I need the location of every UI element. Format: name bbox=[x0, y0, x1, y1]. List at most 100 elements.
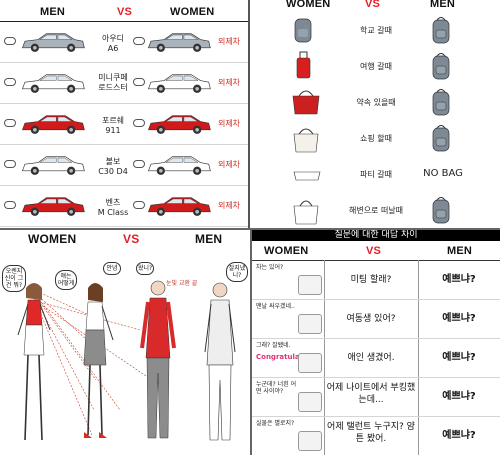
women-bag-icon bbox=[293, 171, 321, 181]
man-figure-1 bbox=[140, 280, 176, 439]
car-model-label: 볼보 C30 D4 bbox=[98, 157, 128, 176]
bags-header-men: MEN bbox=[430, 0, 456, 10]
mini-logo-icon bbox=[133, 78, 145, 86]
gaze-note: 눈빛 교환 끝 bbox=[166, 280, 198, 287]
speech-bubble-w3: 안녕 bbox=[103, 262, 121, 275]
question-label: 그래? 잘됐네. bbox=[256, 342, 291, 349]
mercedes-logo-icon bbox=[133, 201, 145, 209]
car-men-0 bbox=[21, 33, 85, 52]
answer-row: 맨날 싸우겠네..여동생 있어?예쁘냐? bbox=[252, 300, 500, 339]
men-answer: 예쁘냐? bbox=[442, 274, 476, 285]
gaze-header-women: WOMEN bbox=[28, 232, 77, 246]
men-answer: 예쁘냐? bbox=[442, 391, 476, 402]
car-men-4 bbox=[21, 197, 85, 216]
women-bag-icon bbox=[292, 90, 320, 115]
car-row: 아우디 A6 외제차 bbox=[0, 22, 248, 63]
gaze-panel: WOMEN VS MEN 오렌지 신이 그건 뭐? 얘는 어떻게 안녕 왔니? … bbox=[0, 230, 250, 455]
car-women-1 bbox=[147, 74, 211, 93]
woman-figure-2 bbox=[83, 283, 114, 438]
volvo-logo-icon bbox=[133, 160, 145, 168]
bags-header-women: WOMEN bbox=[286, 0, 331, 10]
women-answer: 어제 나이트에서 부킹했는데... bbox=[326, 383, 416, 405]
bag-row: 파티 갈때 NO BAG bbox=[250, 156, 500, 192]
no-bag-label: NO BAG bbox=[423, 168, 463, 179]
car-answer-label: 외제차 bbox=[217, 119, 241, 128]
bag-situation-label: 여행 갈때 bbox=[360, 62, 392, 71]
question-illustration bbox=[298, 392, 322, 412]
car-answer-label: 외제차 bbox=[217, 37, 241, 46]
audi-logo-icon bbox=[4, 37, 16, 45]
backpack-icon bbox=[432, 125, 450, 152]
bag-situation-label: 파티 갈때 bbox=[360, 170, 392, 179]
backpack-icon bbox=[432, 53, 450, 80]
answer-row: 실물은 별로지?어제 탤런트 누구지? 얌튼 봤어.예쁘냐? bbox=[252, 417, 500, 455]
cars-header-women: WOMEN bbox=[170, 6, 215, 18]
backpack-icon bbox=[432, 197, 450, 224]
cars-header-men: MEN bbox=[40, 6, 66, 18]
car-answer-label: 외제차 bbox=[217, 78, 241, 87]
car-answer-label: 외제차 bbox=[217, 160, 241, 169]
speech-bubble-w2: 얘는 어떻게 bbox=[55, 270, 77, 290]
bag-situation-label: 학교 갈때 bbox=[360, 26, 392, 35]
car-model-label: 벤츠 M Class bbox=[97, 198, 129, 217]
women-answer: 여동생 있어? bbox=[346, 314, 396, 324]
car-row: 포르쉐 911 외제차 bbox=[0, 104, 248, 145]
mini-logo-icon bbox=[4, 78, 16, 86]
bag-row: 학교 갈때 bbox=[250, 12, 500, 48]
car-women-3 bbox=[147, 156, 211, 175]
question-illustration bbox=[298, 314, 322, 334]
car-women-2 bbox=[147, 115, 211, 134]
audi-logo-icon bbox=[133, 37, 145, 45]
car-model-label: 미니쿠페 로드스터 bbox=[98, 73, 128, 92]
car-model-label: 아우디 A6 bbox=[101, 34, 125, 53]
women-bag-icon bbox=[293, 128, 319, 153]
gaze-header-men: MEN bbox=[195, 232, 223, 246]
answers-panel: 질문에 대한 대답 차이 WOMEN VS MEN 차는 있어?미팅 할래?예쁘… bbox=[252, 230, 500, 455]
women-answer: 미팅 할래? bbox=[350, 275, 392, 285]
speech-bubble-m1: 왔니? bbox=[136, 262, 154, 275]
women-answer: 어제 탤런트 누구지? 얌튼 봤어. bbox=[327, 422, 415, 444]
men-answer: 예쁘냐? bbox=[442, 352, 476, 363]
car-model-label: 포르쉐 911 bbox=[101, 116, 125, 135]
car-row: 볼보 C30 D4 외제차 bbox=[0, 145, 248, 186]
car-answer-label: 외제차 bbox=[217, 201, 241, 210]
answers-title: 질문에 대한 대답 차이 bbox=[334, 230, 418, 240]
speech-bubble-m2: 잘지냈니? bbox=[226, 262, 248, 282]
question-label: 누군데? 너흰 어떤 사이야? bbox=[256, 381, 297, 395]
answer-row: 누군데? 너흰 어떤 사이야? 어제 나이트에서 부킹했는데... 예쁘냐? bbox=[252, 378, 500, 417]
porsche-logo-icon bbox=[133, 119, 145, 127]
volvo-logo-icon bbox=[4, 160, 16, 168]
question-label: 실물은 별로지? bbox=[256, 420, 295, 427]
cars-header-vs: VS bbox=[117, 6, 133, 18]
car-men-2 bbox=[21, 115, 85, 134]
question-illustration bbox=[298, 431, 322, 451]
answer-row: 차는 있어?미팅 할래?예쁘냐? bbox=[252, 261, 500, 300]
man-figure-2 bbox=[204, 282, 236, 441]
backpack-icon bbox=[432, 89, 450, 116]
answers-header-men: MEN bbox=[447, 245, 473, 257]
car-women-4 bbox=[147, 197, 211, 216]
mercedes-logo-icon bbox=[4, 201, 16, 209]
bag-situation-label: 쇼핑 할때 bbox=[360, 134, 392, 143]
car-row: 벤츠 M Class 외제차 bbox=[0, 186, 248, 227]
women-answer: 애인 생겼어. bbox=[347, 353, 395, 363]
question-illustration bbox=[298, 275, 322, 295]
bag-row: 쇼핑 할때 bbox=[250, 120, 500, 156]
gaze-header-vs: VS bbox=[123, 232, 140, 246]
car-women-0 bbox=[147, 33, 211, 52]
bag-row: 여행 갈때 bbox=[250, 48, 500, 84]
bag-situation-label: 해변으로 떠날때 bbox=[348, 206, 404, 215]
car-men-1 bbox=[21, 74, 85, 93]
answers-title-bar bbox=[252, 230, 500, 241]
men-answer: 예쁘냐? bbox=[442, 313, 476, 324]
bags-header-vs: VS bbox=[365, 0, 381, 10]
question-illustration bbox=[298, 353, 322, 373]
bag-row: 해변으로 떠날때 bbox=[250, 192, 500, 228]
car-row: 미니쿠페 로드스터 외제차 bbox=[0, 63, 248, 104]
women-bag-icon bbox=[296, 51, 311, 79]
backpack-icon bbox=[432, 17, 450, 44]
